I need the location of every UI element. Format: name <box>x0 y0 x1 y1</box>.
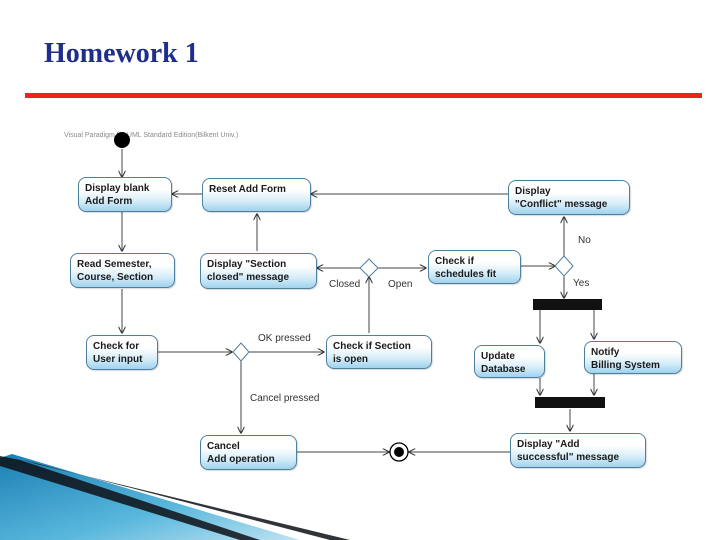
activity-display-section-closed[interactable]: Display "Section closed" message <box>200 253 317 289</box>
guard-label-cancel-pressed: Cancel pressed <box>250 393 320 404</box>
guard-label-ok-pressed: OK pressed <box>258 333 311 344</box>
activity-cancel-add-operation[interactable]: Cancel Add operation <box>200 435 297 470</box>
diagram-watermark: Visual Paradigm for UML Standard Edition… <box>64 132 239 139</box>
decision-node-fit <box>554 255 574 277</box>
activity-display-conflict-message[interactable]: Display "Conflict" message <box>508 180 630 215</box>
guard-label-open: Open <box>388 279 413 290</box>
guard-label-yes: Yes <box>573 278 590 289</box>
activity-check-user-input[interactable]: Check for User input <box>86 335 158 370</box>
activity-notify-billing-system[interactable]: Notify Billing System <box>584 341 682 374</box>
join-bar <box>535 397 605 408</box>
activity-check-section-open[interactable]: Check if Section is open <box>326 335 432 369</box>
decision-node-open <box>359 258 379 278</box>
fork-bar <box>533 299 602 310</box>
title-rule <box>25 93 702 98</box>
activity-display-blank-add-form[interactable]: Display blank Add Form <box>78 177 172 212</box>
guard-label-no: No <box>578 235 591 246</box>
decision-node-input <box>232 342 250 362</box>
activity-read-semester-course-section[interactable]: Read Semester, Course, Section <box>70 253 175 288</box>
decorative-corner-wedge <box>0 454 350 540</box>
activity-reset-add-form[interactable]: Reset Add Form <box>202 178 311 212</box>
initial-node <box>114 132 130 148</box>
final-node-center <box>394 447 404 457</box>
guard-label-closed: Closed <box>329 279 361 290</box>
activity-display-add-successful[interactable]: Display "Add successful" message <box>510 433 646 468</box>
activity-check-schedules-fit[interactable]: Check if schedules fit <box>428 250 521 284</box>
slide-title: Homework 1 <box>44 38 199 69</box>
activity-update-database[interactable]: Update Database <box>474 345 545 378</box>
